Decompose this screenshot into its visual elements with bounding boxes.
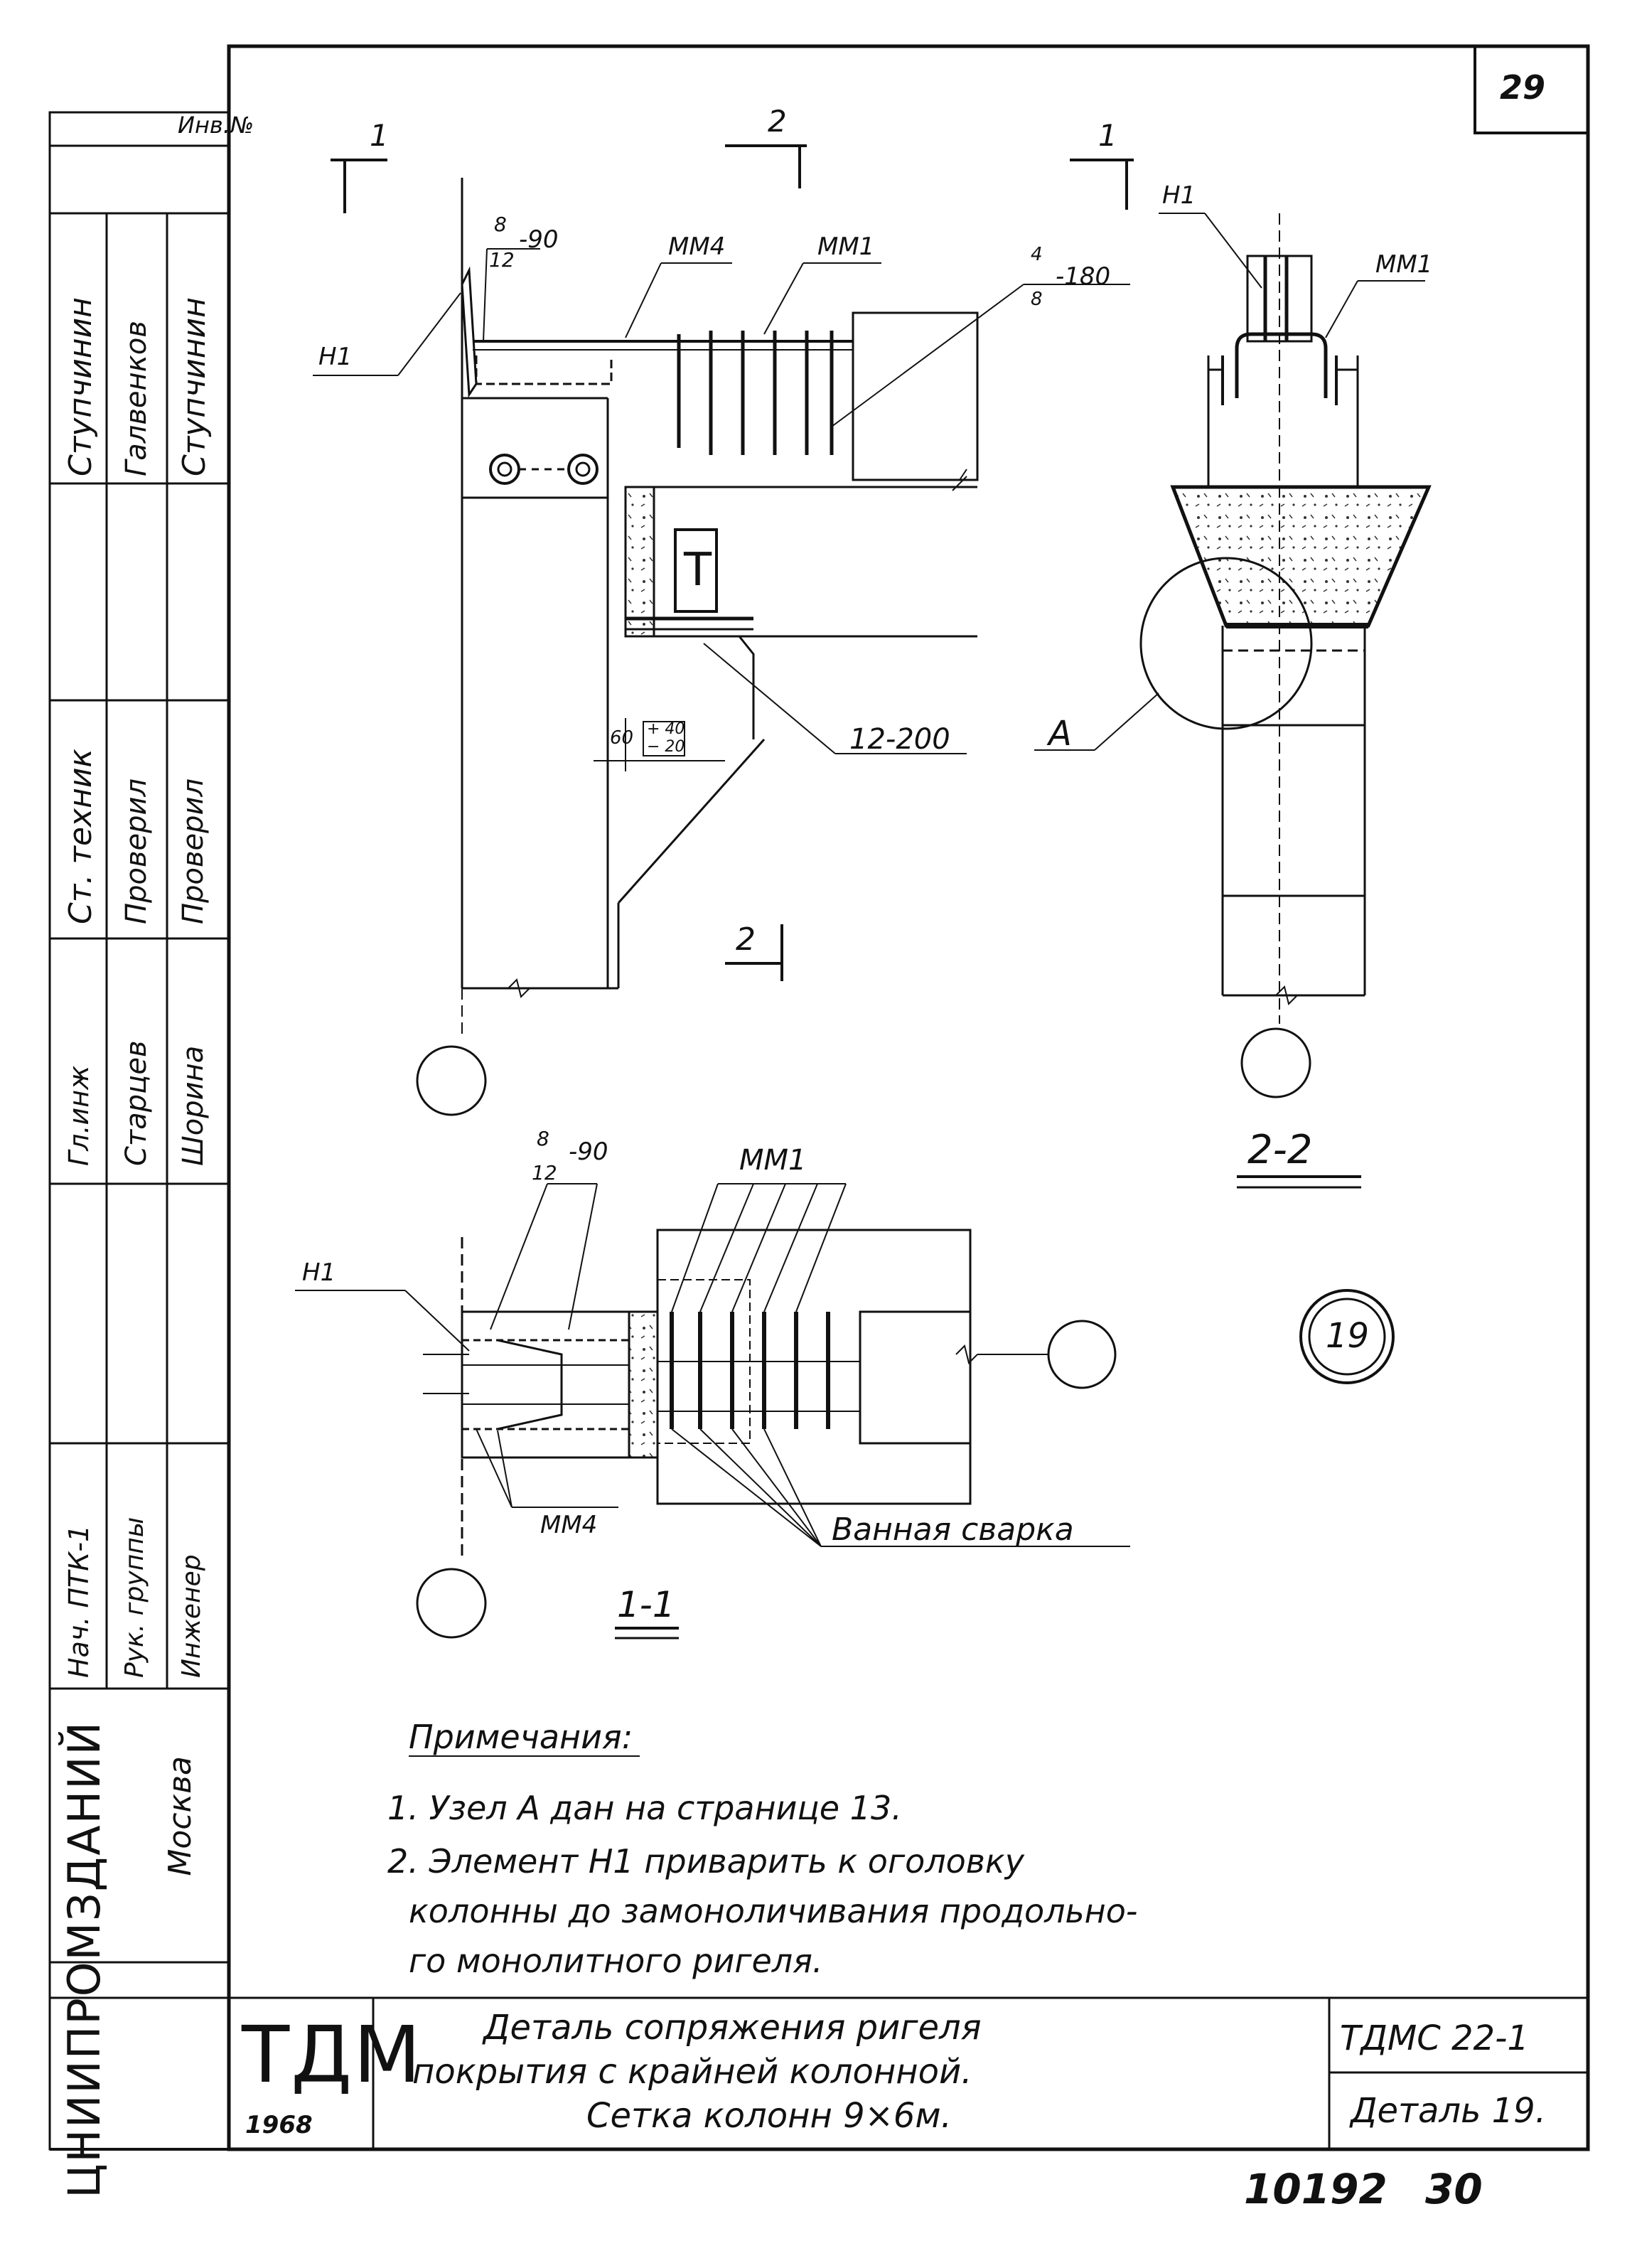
title-block [50,1996,1588,2151]
axis-circle-b [1240,1027,1311,1098]
elevation-view [416,178,979,1116]
axis-circle-c [1047,1320,1117,1389]
leaders-2-2 [1034,213,1425,751]
left-stamp [48,111,230,2151]
section-1-1 [416,1229,1117,1640]
outer-frame [227,44,1590,2151]
detail-badge [1299,1289,1395,1384]
section-2-2 [1139,213,1432,1189]
axis-circle-d [416,1568,487,1639]
axis-circle-a [416,1045,487,1116]
leaders-elevation [313,248,1130,754]
leaders-1-1 [295,1183,1130,1547]
page-number-box [1474,45,1589,134]
section-marks [331,144,1134,981]
